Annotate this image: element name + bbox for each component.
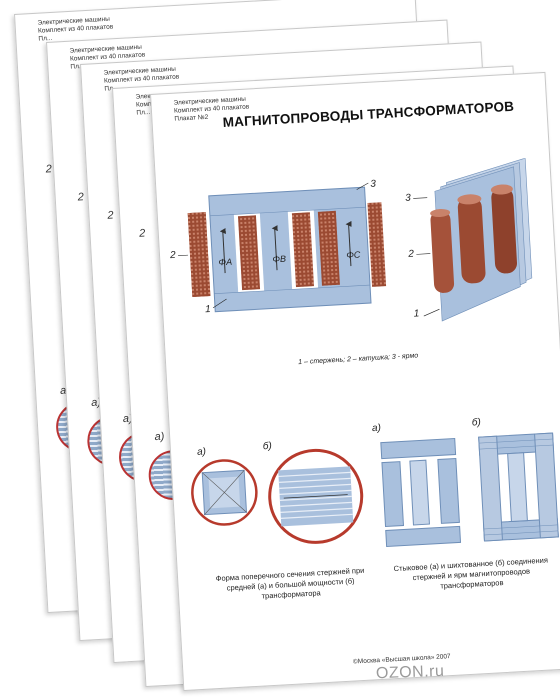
poster-front: Электрические машины Комплект из 40 плак… (150, 71, 560, 692)
caption-joints: Стыковое (а) и шихтованное (б) соединени… (393, 555, 549, 591)
three-phase-core-diagram (178, 182, 387, 313)
part-label-3: 3 (370, 178, 377, 190)
joint-sub-a: а) (371, 422, 382, 435)
sub-label: а) (154, 430, 165, 444)
isometric-transformer-diagram (413, 157, 533, 322)
laminated-joint-core (478, 432, 559, 542)
iso-part-label-1: 1 (413, 308, 420, 320)
side-number: 2 (45, 163, 53, 176)
section-sub-a: а) (196, 446, 207, 458)
flux-label-a: ΦA (218, 256, 233, 268)
cross-section-medium-power (191, 459, 258, 526)
side-number: 2 (107, 209, 114, 222)
coil-left (187, 212, 211, 297)
flux-label-c: ΦC (346, 249, 361, 261)
part-label-1: 1 (204, 303, 211, 316)
butt-joint-core (380, 438, 462, 548)
iso-part-label-3: 3 (404, 192, 412, 204)
part-legend: 1 – стержень; 2 – катушка; 3 - ярмо (298, 352, 419, 367)
watermark: OZON.ru (375, 662, 445, 683)
cross-section-high-power (268, 448, 364, 544)
part-label-2: 2 (169, 249, 176, 262)
poster-title: МАГНИТОПРОВОДЫ ТРАНСФОРМАТОРОВ (222, 98, 515, 130)
coils-3d (430, 184, 518, 293)
caption-cross-section: Форма поперечного сечения стержней при с… (215, 565, 365, 601)
joint-sub-b: б) (471, 417, 482, 429)
iso-part-label-2: 2 (408, 248, 415, 260)
flux-label-b: ΦB (272, 253, 287, 265)
side-number: 2 (77, 191, 85, 204)
side-number: 2 (138, 227, 146, 240)
